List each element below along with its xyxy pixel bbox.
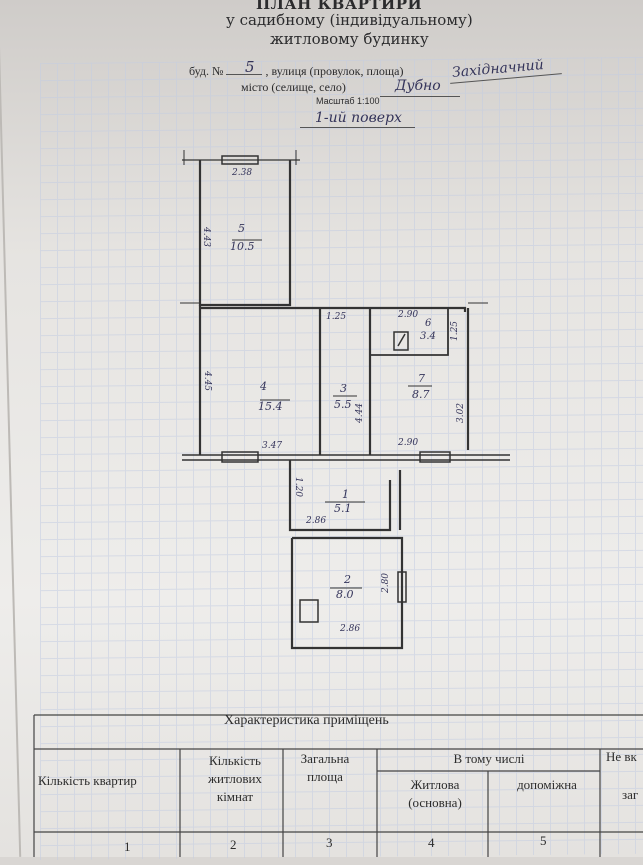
house-number: 5 bbox=[245, 58, 255, 76]
dim-label: 2.90 bbox=[398, 438, 419, 448]
col-num-2: 2 bbox=[230, 837, 237, 852]
room-2-area: 8.0 bbox=[336, 588, 354, 601]
dim-label: 2.90 bbox=[398, 310, 419, 320]
doc-subtitle-1: у садибному (індивідуальному) bbox=[226, 11, 473, 29]
col-living-main-2: (основна) bbox=[408, 795, 462, 810]
col-num-5: 5 bbox=[540, 833, 547, 848]
col-apartments: Кількість квартир bbox=[38, 773, 137, 788]
col-living-rooms-1: Кількість bbox=[208, 753, 261, 768]
room-7-area: 8.7 bbox=[412, 388, 430, 401]
col-total-area-1: Загальна bbox=[300, 751, 350, 766]
room-7-number: 7 bbox=[418, 372, 425, 385]
col-num-1: 1 bbox=[124, 839, 131, 854]
dim-label: 1.25 bbox=[326, 312, 347, 322]
col-not-included: Не вк bbox=[606, 749, 637, 764]
room-3-area: 5.5 bbox=[334, 398, 352, 411]
dim-label: 3.47 bbox=[262, 441, 283, 451]
col-including: В тому числі bbox=[453, 751, 525, 766]
floor-label: 1-ий поверх bbox=[315, 110, 402, 126]
city-label: місто (селище, село) bbox=[241, 80, 346, 94]
room-5-number: 5 bbox=[238, 222, 245, 235]
room-1-number: 1 bbox=[342, 488, 349, 501]
room-1-area: 5.1 bbox=[334, 502, 352, 515]
room-3-number: 3 bbox=[340, 382, 347, 395]
dim-label: 2.86 bbox=[306, 516, 327, 526]
col-num-3: 3 bbox=[326, 835, 333, 850]
window-room-5 bbox=[221, 155, 259, 165]
room-6-number: 6 bbox=[425, 318, 432, 329]
doc-subtitle-2: житловому будинку bbox=[270, 30, 429, 48]
col-not-included-2: заг bbox=[622, 787, 639, 802]
street-label: , вулиця (провулок, площа) bbox=[265, 64, 404, 78]
scale-label: Масштаб 1:100 bbox=[316, 96, 380, 106]
stove-symbol bbox=[393, 331, 409, 351]
city-value: Дубно bbox=[395, 78, 441, 94]
col-living-main-1: Житлова bbox=[410, 777, 460, 792]
col-living-rooms-3: кімнат bbox=[216, 789, 254, 804]
room-5-area: 10.5 bbox=[230, 240, 255, 253]
window-room-2 bbox=[397, 571, 407, 603]
col-living-rooms-2: житлових bbox=[208, 771, 262, 786]
window-room-4 bbox=[221, 451, 259, 463]
house-label: буд. № bbox=[189, 64, 224, 78]
room-2-walls bbox=[290, 536, 404, 650]
table-heading: Характеристика приміщень bbox=[224, 713, 389, 728]
room-4-area: 15.4 bbox=[258, 400, 283, 413]
room-5-walls bbox=[198, 160, 292, 307]
col-num-4: 4 bbox=[428, 835, 435, 850]
col-total-area-2: площа bbox=[307, 769, 343, 784]
col-auxiliary: допоміжна bbox=[517, 777, 577, 792]
dim-label: 2.86 bbox=[340, 624, 361, 634]
room-2-number: 2 bbox=[344, 573, 351, 586]
rooms-table: Характеристика приміщень Кількість кварт… bbox=[34, 713, 643, 865]
room-4-number: 4 bbox=[260, 380, 267, 393]
doc-title: ПЛАН КВАРТИРИ bbox=[256, 0, 423, 13]
dim-label: 2.38 bbox=[232, 168, 253, 178]
window-room-7 bbox=[419, 451, 451, 463]
boiler-symbol bbox=[299, 599, 319, 623]
room-6-area: 3.4 bbox=[420, 331, 436, 342]
address-line-house: буд. № , вулиця (провулок, площа) bbox=[189, 64, 403, 79]
